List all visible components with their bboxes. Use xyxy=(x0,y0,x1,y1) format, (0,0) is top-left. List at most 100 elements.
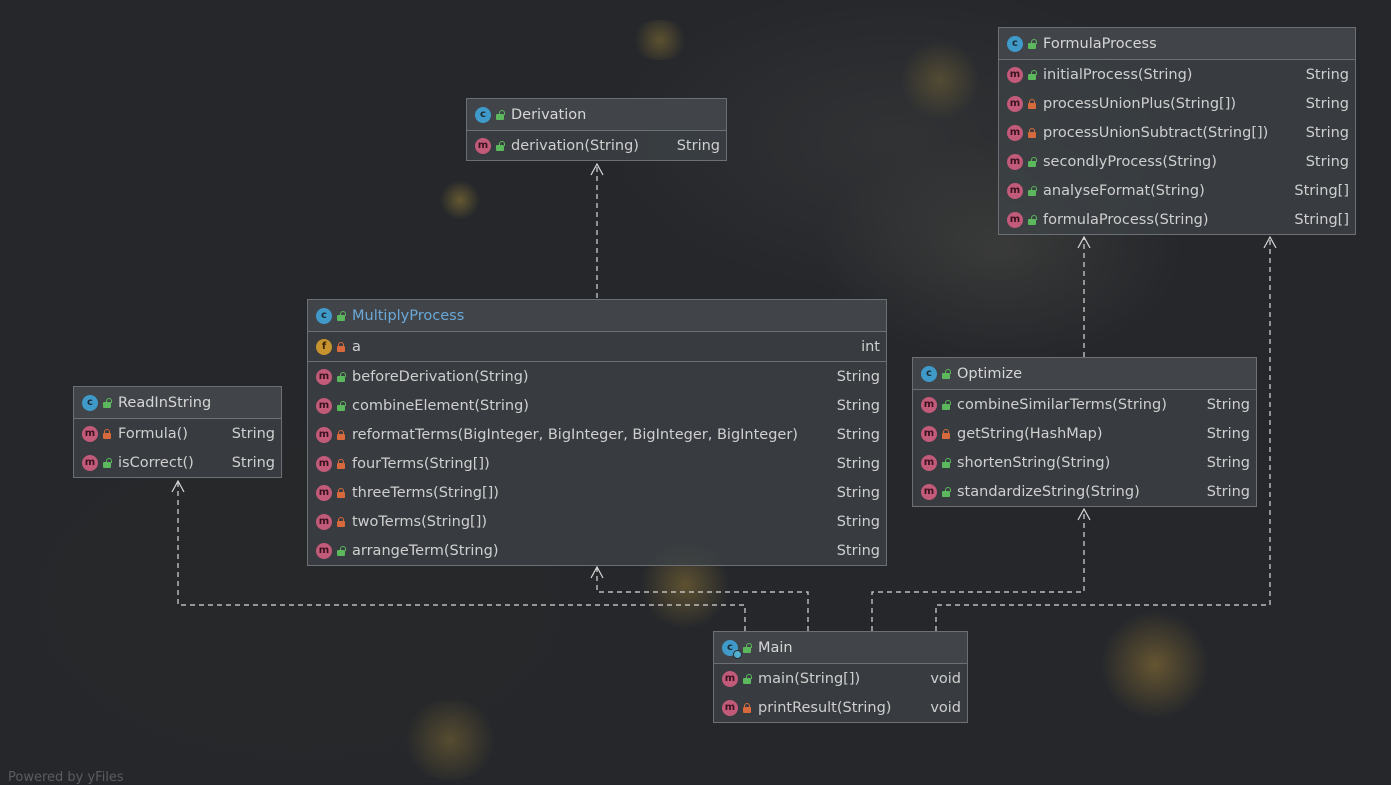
class-icon: c xyxy=(722,639,742,659)
return-type: String xyxy=(1305,66,1349,83)
class-header[interactable]: c ReadInString xyxy=(74,387,281,419)
return-type: String xyxy=(676,137,720,154)
method-signature: initialProcess(String) xyxy=(1043,66,1193,83)
method-row[interactable]: m initialProcess(String) String xyxy=(999,60,1355,89)
arrowhead-derivation xyxy=(590,162,604,176)
return-type: void xyxy=(930,699,961,716)
class-formulaprocess[interactable]: c FormulaProcess m initialProcess(String)… xyxy=(998,27,1356,235)
class-icon: c xyxy=(475,106,491,123)
method-icon: m xyxy=(722,699,738,716)
arrowhead-formulaprocess-left xyxy=(1077,235,1091,249)
method-signature: printResult(String) xyxy=(758,699,892,716)
return-type: String xyxy=(1206,396,1250,413)
method-signature: processUnionPlus(String[]) xyxy=(1043,95,1237,112)
return-type: void xyxy=(930,670,961,687)
class-icon: c xyxy=(316,307,332,324)
class-header[interactable]: c FormulaProcess xyxy=(999,28,1355,60)
method-signature: combineElement(String) xyxy=(352,397,529,414)
field-name: a xyxy=(352,338,361,355)
return-type: String xyxy=(836,484,880,501)
return-type: String xyxy=(836,455,880,472)
method-signature: arrangeTerm(String) xyxy=(352,542,499,559)
return-type: String xyxy=(836,513,880,530)
method-icon: m xyxy=(316,455,332,472)
field-icon: f xyxy=(316,338,332,355)
public-lock-icon xyxy=(742,673,752,684)
public-lock-icon xyxy=(336,400,346,411)
method-icon: m xyxy=(921,396,937,413)
public-lock-icon xyxy=(336,371,346,382)
method-signature: getString(HashMap) xyxy=(957,425,1103,442)
method-signature: Formula() xyxy=(118,425,188,442)
class-header[interactable]: c Main xyxy=(714,632,967,664)
class-header[interactable]: c MultiplyProcess xyxy=(308,300,886,332)
return-type: String xyxy=(231,454,275,471)
edge-main-formulaprocess xyxy=(935,237,1271,631)
class-name: Main xyxy=(758,639,793,656)
method-signature: main(String[]) xyxy=(758,670,861,687)
public-lock-icon xyxy=(1027,69,1037,80)
return-type: String xyxy=(1206,483,1250,500)
class-name: Derivation xyxy=(511,106,587,123)
return-type: String[] xyxy=(1294,182,1349,199)
class-header[interactable]: c Optimize xyxy=(913,358,1256,390)
public-lock-icon xyxy=(495,140,505,151)
method-icon: m xyxy=(921,454,937,471)
main-runnable-icon xyxy=(733,649,742,659)
method-icon: m xyxy=(921,483,937,500)
public-lock-icon xyxy=(1027,38,1037,49)
method-icon: m xyxy=(1007,66,1023,83)
public-lock-icon xyxy=(1027,185,1037,196)
method-row[interactable]: m shortenString(String) String xyxy=(913,448,1256,477)
method-signature: analyseFormat(String) xyxy=(1043,182,1205,199)
private-lock-icon xyxy=(102,428,112,439)
method-icon: m xyxy=(1007,211,1023,228)
method-icon: m xyxy=(316,368,332,385)
method-icon: m xyxy=(316,542,332,559)
method-row[interactable]: m printResult(String) void xyxy=(714,693,967,722)
method-signature: twoTerms(String[]) xyxy=(352,513,488,530)
class-icon: c xyxy=(82,394,98,411)
return-type: String xyxy=(1206,454,1250,471)
method-signature: shortenString(String) xyxy=(957,454,1111,471)
public-lock-icon xyxy=(941,457,951,468)
method-icon: m xyxy=(316,397,332,414)
method-icon: m xyxy=(921,425,937,442)
arrowhead-optimize xyxy=(1077,507,1091,521)
public-lock-icon xyxy=(102,397,112,408)
method-signature: reformatTerms(BigInteger, BigInteger, Bi… xyxy=(352,426,798,443)
method-icon: m xyxy=(475,137,491,154)
class-header[interactable]: c Derivation xyxy=(467,99,726,131)
method-signature: threeTerms(String[]) xyxy=(352,484,499,501)
public-lock-icon xyxy=(941,399,951,410)
